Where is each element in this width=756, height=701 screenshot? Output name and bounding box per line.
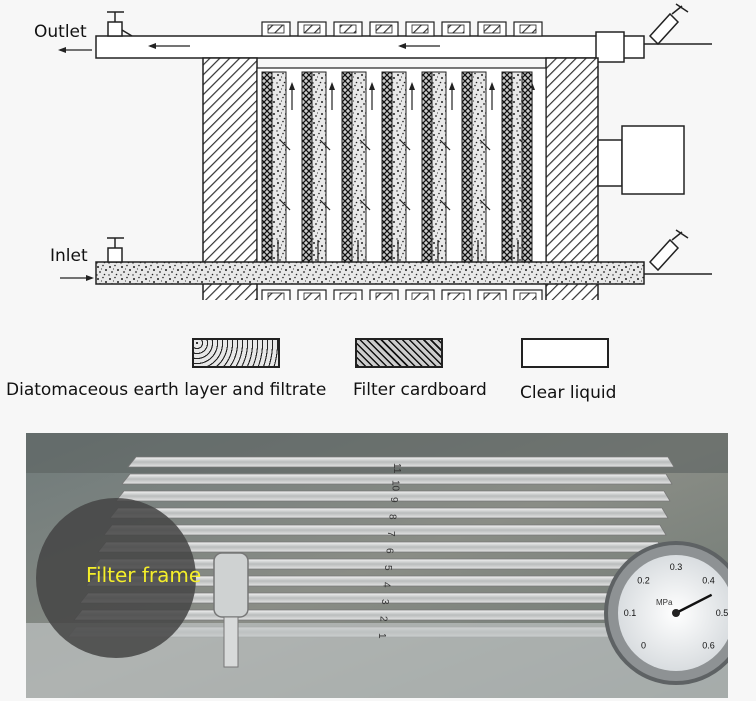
inlet-valve-left	[107, 237, 124, 263]
plate-number: 4	[381, 582, 392, 588]
plate-number: 9	[388, 497, 399, 503]
gauge-tick-label: 0.4	[702, 575, 715, 585]
legend-label-diatomaceous: Diatomaceous earth layer and filtrate	[6, 380, 327, 400]
plate-number: 6	[384, 548, 395, 554]
filter-frame-photo: 11 10 9 8 7 6 5 4 3 2 1 0 0.1 0.2 0.3 0.4 0.5 0.6 MPa	[26, 433, 728, 698]
filter-cardboard	[421, 71, 433, 263]
gauge-tick-label: 0.6	[702, 641, 715, 651]
plate-number: 5	[382, 565, 393, 571]
inlet-label: Inlet	[50, 246, 88, 266]
plate-number: 3	[379, 599, 390, 605]
gauge-tick-label: 0.1	[624, 608, 637, 618]
outlet-fitting	[595, 31, 625, 63]
gauge-unit: MPa	[656, 598, 673, 607]
plate-number: 2	[378, 616, 389, 622]
gauge-needle	[675, 593, 713, 615]
outlet-valve-left	[107, 11, 133, 37]
filter-cardboard	[381, 71, 393, 263]
diatomaceous-layer	[471, 71, 487, 263]
filter-cardboard	[341, 71, 353, 263]
filter-plate	[103, 524, 667, 536]
gauge-tick-label: 0	[641, 641, 646, 651]
gauge-tick-label: 0.2	[637, 575, 650, 585]
plate-number: 7	[385, 531, 396, 537]
diatomaceous-layer	[271, 71, 287, 263]
filter-cardboard	[501, 71, 513, 263]
gauge-tick-label: 0.5	[716, 608, 728, 618]
legend-swatch-crosshatch	[355, 338, 443, 368]
outlet-label: Outlet	[34, 22, 87, 42]
plate-number: 8	[387, 514, 398, 520]
outlet-manifold	[95, 35, 645, 59]
filter-frame-callout	[36, 498, 196, 658]
diatomaceous-layer	[431, 71, 447, 263]
legend-swatch-blank	[521, 338, 609, 368]
filter-plate	[115, 490, 671, 502]
diatomaceous-layer	[351, 71, 367, 263]
diatomaceous-layer	[391, 71, 407, 263]
plate-number: 1	[376, 633, 387, 639]
inlet-manifold	[95, 261, 645, 285]
filter-cardboard	[301, 71, 313, 263]
pressure-gauge: 0 0.1 0.2 0.3 0.4 0.5 0.6 MPa	[604, 541, 728, 685]
filter-cardboard	[261, 71, 273, 263]
plate-number: 10	[390, 480, 401, 492]
legend-label-cardboard: Filter cardboard	[353, 380, 487, 400]
plate-number: 11	[391, 463, 402, 474]
outlet-valve-right	[644, 3, 712, 46]
legend-swatch-speckle	[192, 338, 280, 368]
legend-label-clear-liquid: Clear liquid	[520, 383, 617, 403]
filter-plate	[121, 473, 673, 485]
filter-press-schematic	[58, 3, 712, 300]
gauge-tick-label: 0.3	[670, 562, 683, 572]
filter-plate	[127, 456, 675, 468]
drive-unit	[597, 139, 623, 187]
filter-frame-label: Filter frame	[86, 563, 202, 587]
filter-cardboard	[461, 71, 473, 263]
diatomaceous-layer	[311, 71, 327, 263]
frame-knob	[213, 552, 249, 668]
inlet-valve-right	[644, 229, 712, 275]
